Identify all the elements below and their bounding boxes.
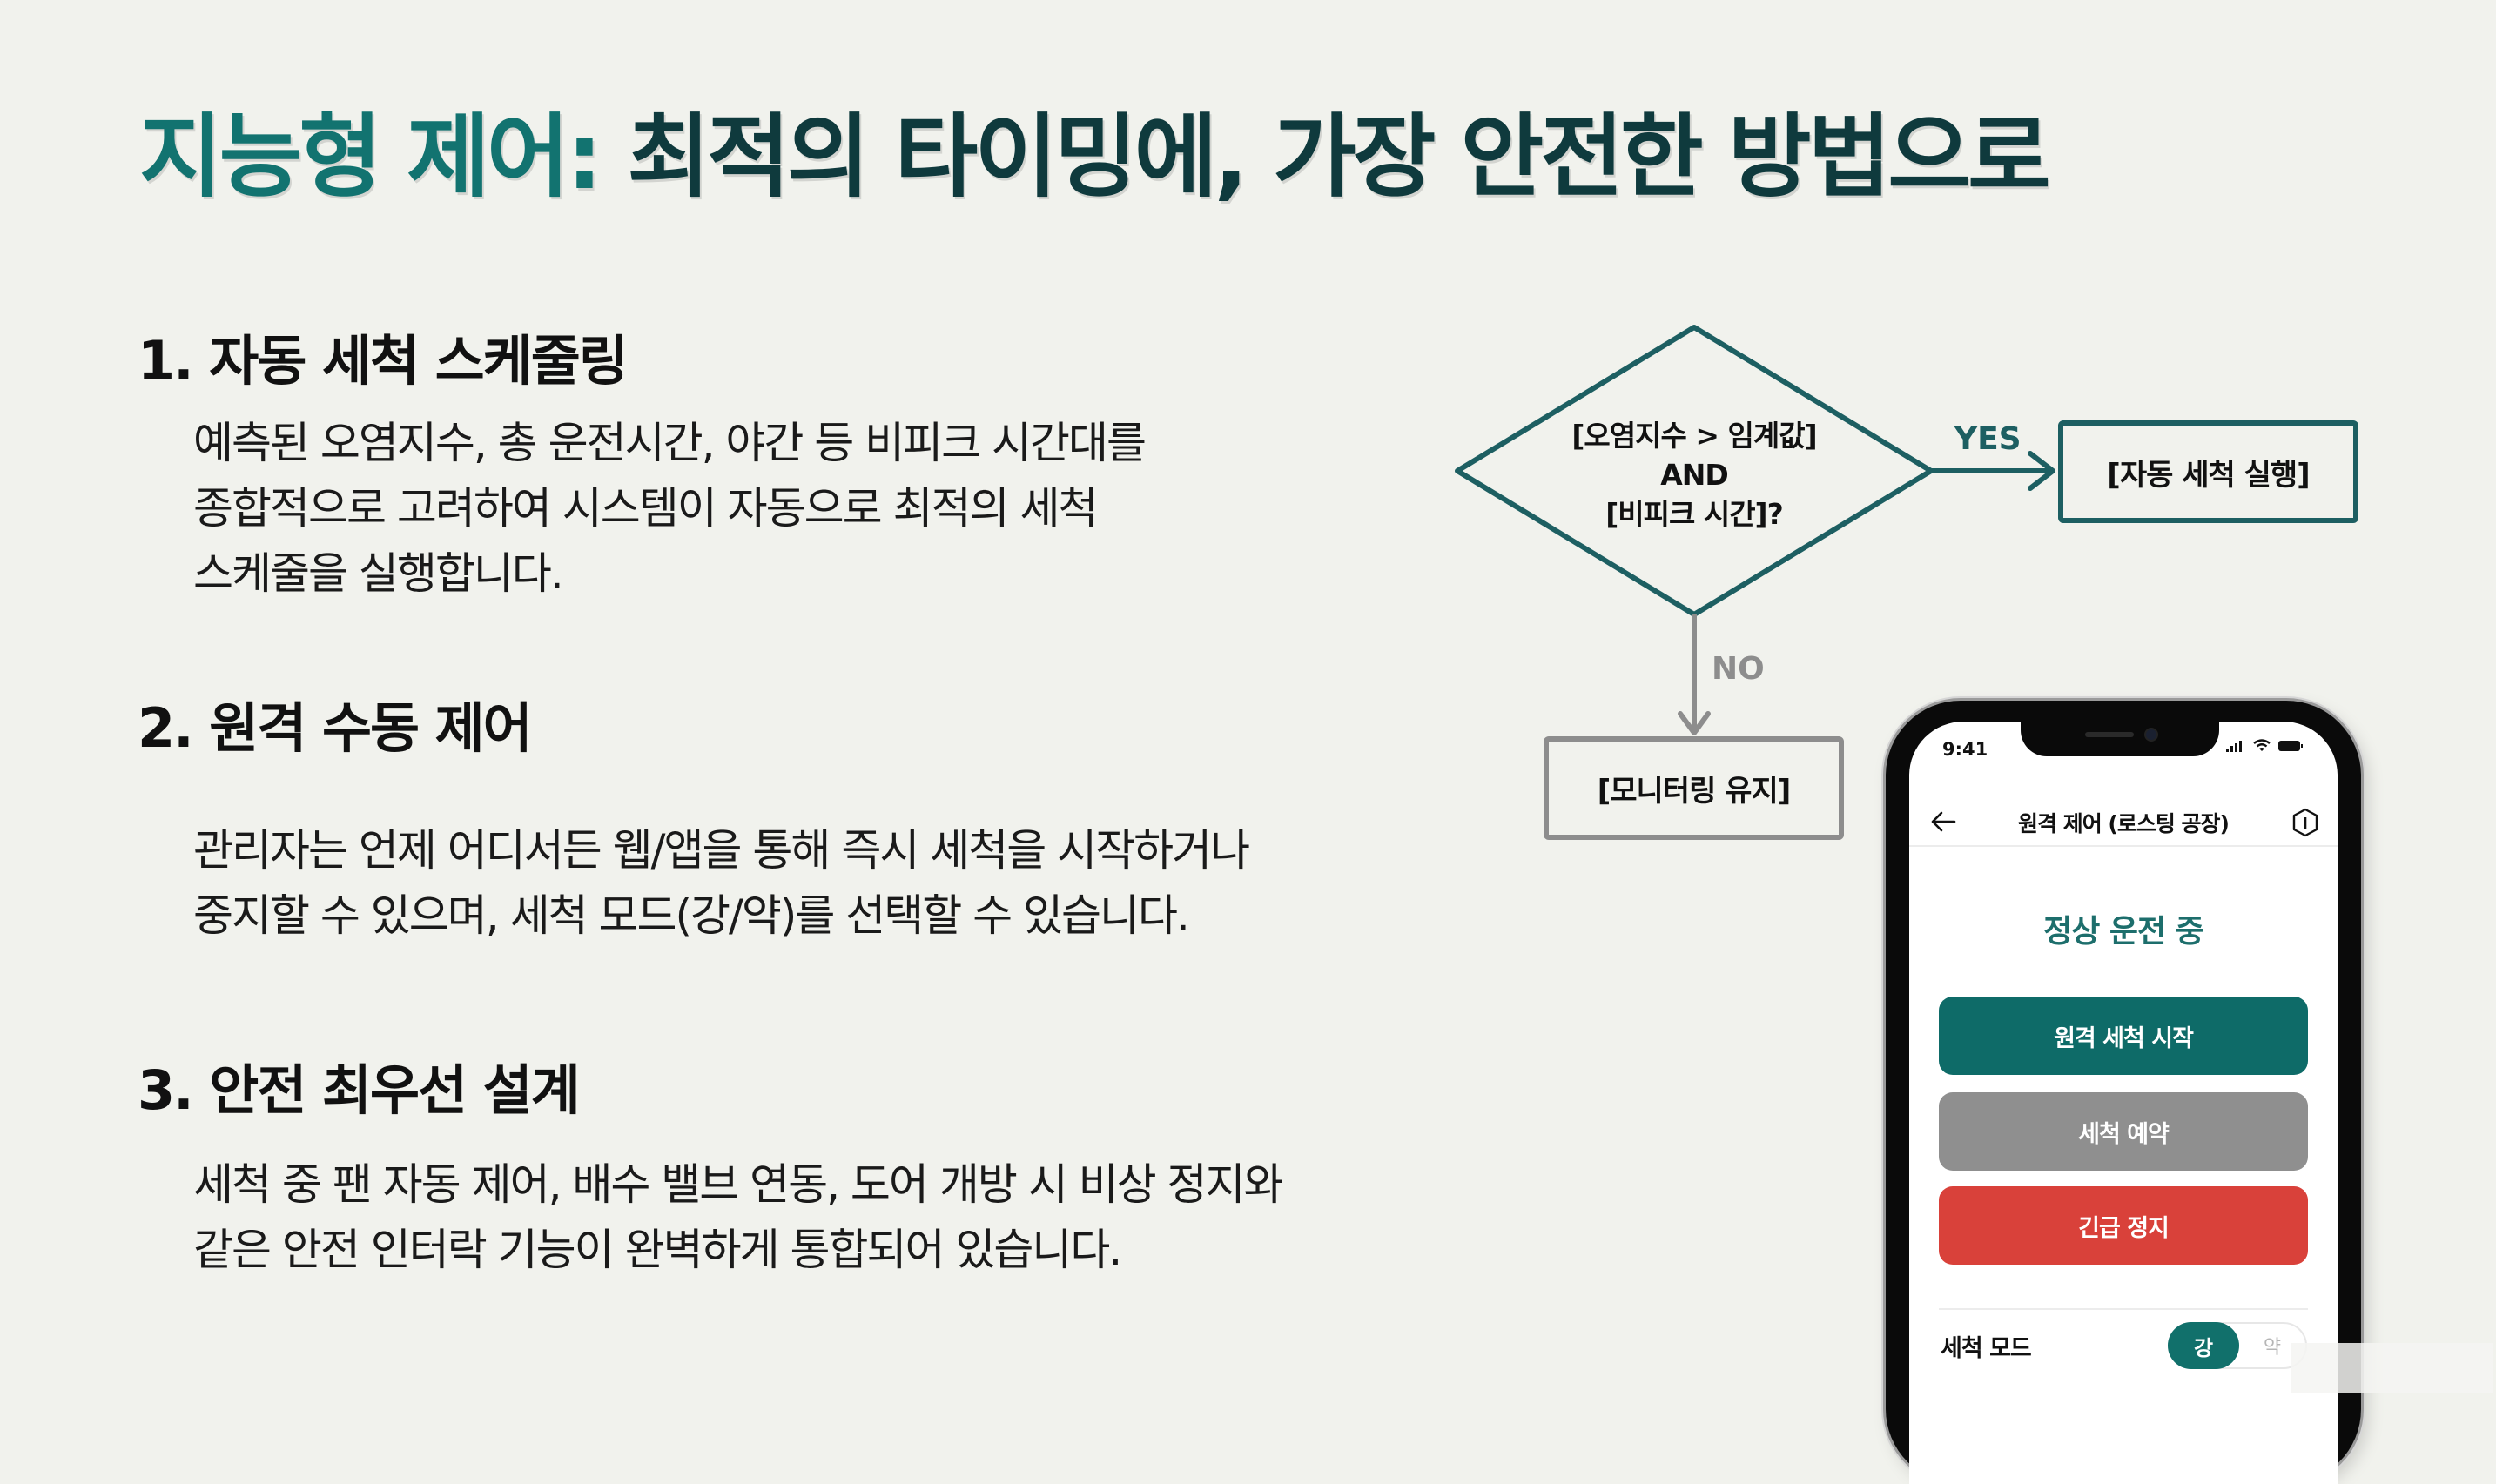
- title-accent: 지능형 제어:: [139, 104, 602, 210]
- mode-option-weak[interactable]: 약: [2263, 1337, 2282, 1359]
- wash-mode-label: 세척 모드: [1941, 1335, 2032, 1362]
- app-header: 원격 제어 (로스팅 공장): [1909, 798, 2338, 847]
- decision-text: [오염지수 > 임계값] AND [비피크 시간]?: [1520, 416, 1868, 534]
- monitoring-label: [모니터링 유지]: [1597, 774, 1792, 809]
- decision-line-3: [비피크 시간]?: [1605, 497, 1784, 531]
- emergency-stop-button[interactable]: 긴급 정지: [1939, 1186, 2308, 1265]
- speaker-icon: [2085, 732, 2134, 737]
- title-main: 최적의 타이밍에, 가장 안전한 방법으로: [599, 104, 2050, 210]
- phone-screen: 9:41 원격 제어 (로스팅 공장): [1909, 722, 2338, 1484]
- yes-label: YES: [1954, 421, 2022, 457]
- decision-line-2: AND: [1660, 458, 1729, 492]
- mode-option-strong[interactable]: 강: [2168, 1322, 2239, 1369]
- section-1-line-1: 예측된 오염지수, 총 운전시간, 야간 등 비피크 시간대를: [193, 418, 1147, 468]
- signal-icon: [2226, 740, 2242, 752]
- back-button[interactable]: [1928, 809, 1958, 838]
- auto-wash-label: [자동 세척 실행]: [2107, 457, 2310, 493]
- battery-icon: [2278, 740, 2303, 751]
- yes-arrowhead: [2028, 451, 2055, 491]
- header-divider: [1909, 845, 2338, 847]
- corner-overlay: [2291, 1343, 2493, 1393]
- section-1-heading: 1. 자동 세척 스케줄링: [138, 329, 629, 393]
- info-icon: [2292, 808, 2318, 837]
- no-arrowhead: [1678, 711, 1711, 735]
- decision-line-1: [오염지수 > 임계값]: [1571, 419, 1817, 453]
- phone-mockup: 9:41 원격 제어 (로스팅 공장): [1886, 701, 2361, 1484]
- wash-mode-toggle[interactable]: 강 약: [2168, 1322, 2307, 1369]
- camera-icon: [2146, 729, 2156, 740]
- status-time: 9:41: [1942, 739, 1988, 760]
- mode-divider: [1939, 1308, 2308, 1310]
- section-1-line-2: 종합적으로 고려하여 시스템이 자동으로 최적의 세척: [193, 483, 1098, 534]
- phone-notch: [2021, 722, 2219, 756]
- section-2-heading: 2. 원격 수동 제어: [138, 696, 533, 760]
- auto-wash-box: [자동 세척 실행]: [2058, 420, 2358, 523]
- arrow-left-icon: [1931, 811, 1956, 832]
- info-button[interactable]: [2291, 807, 2320, 842]
- section-2-line-1: 관리자는 언제 어디서든 웹/앱을 통해 즉시 세척을 시작하거나: [193, 825, 1250, 876]
- section-3-heading: 3. 안전 최우선 설계: [138, 1058, 581, 1122]
- section-3-line-2: 같은 안전 인터락 기능이 완벽하게 통합되어 있습니다.: [193, 1225, 1122, 1275]
- status-icons: [2226, 739, 2303, 752]
- operation-status: 정상 운전 중: [2043, 914, 2204, 950]
- section-3-body: 세척 중 팬 자동 제어, 배수 밸브 연동, 도어 개방 시 비상 정지와 같…: [193, 1152, 1284, 1283]
- no-label: NO: [1712, 651, 1765, 687]
- app-title: 원격 제어 (로스팅 공장): [2018, 811, 2230, 836]
- wash-reserve-button[interactable]: 세척 예약: [1939, 1092, 2308, 1171]
- section-3-line-1: 세척 중 팬 자동 제어, 배수 밸브 연동, 도어 개방 시 비상 정지와: [193, 1159, 1284, 1210]
- remote-wash-start-button[interactable]: 원격 세척 시작: [1939, 997, 2308, 1075]
- section-2-line-2: 중지할 수 있으며, 세척 모드(강/약)를 선택할 수 있습니다.: [193, 890, 1190, 941]
- section-1-line-3: 스케줄을 실행합니다.: [193, 548, 564, 599]
- section-2-body: 관리자는 언제 어디서든 웹/앱을 통해 즉시 세척을 시작하거나 중지할 수 …: [193, 818, 1250, 949]
- section-1-body: 예측된 오염지수, 총 운전시간, 야간 등 비피크 시간대를 종합적으로 고려…: [193, 411, 1147, 607]
- wifi-icon: [2253, 739, 2271, 751]
- monitoring-box: [모니터링 유지]: [1544, 736, 1844, 840]
- page-title: 지능형 제어: 최적의 타이밍에, 가장 안전한 방법으로: [139, 111, 2051, 202]
